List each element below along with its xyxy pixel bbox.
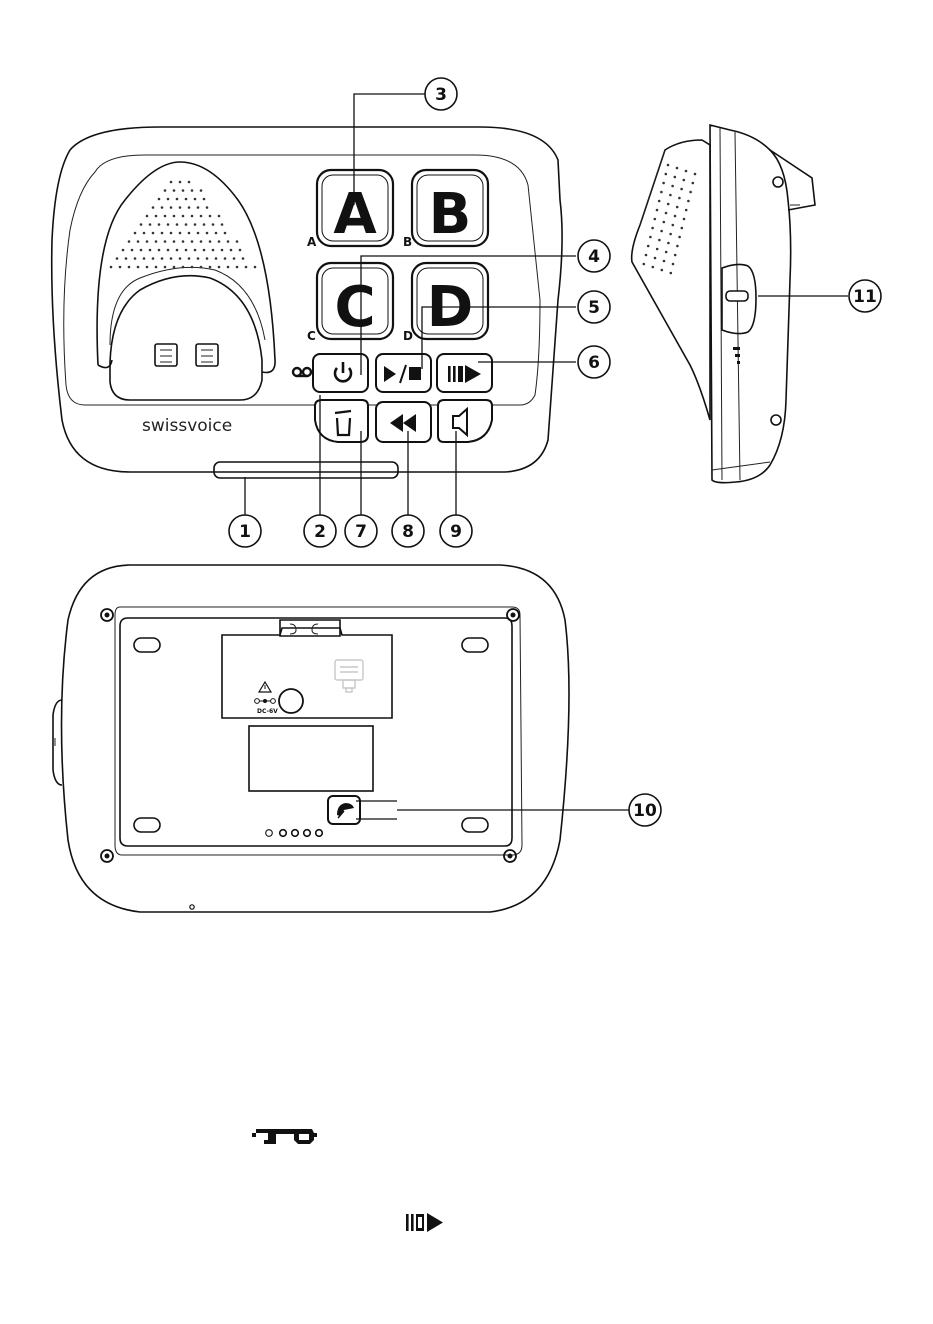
key-a-label: A <box>333 182 377 247</box>
rating-label-area <box>249 726 373 791</box>
key-d[interactable]: D <box>412 263 488 340</box>
key-a[interactable]: A <box>317 170 393 247</box>
delete-button[interactable] <box>315 400 368 442</box>
key-c[interactable]: C <box>317 263 393 340</box>
svg-text:6: 6 <box>588 353 600 373</box>
play-stop-button[interactable] <box>376 354 431 392</box>
svg-text:11: 11 <box>853 287 877 307</box>
callout-4: 4 <box>578 240 610 272</box>
callout-11: 11 <box>849 280 881 312</box>
callout-10: 10 <box>629 794 661 826</box>
page-key-button[interactable] <box>328 796 360 824</box>
charging-contacts <box>155 344 218 366</box>
svg-text:9: 9 <box>450 522 462 542</box>
led-indicators <box>266 830 323 837</box>
speaker-button[interactable] <box>438 400 492 442</box>
volume-indicator-icon <box>733 347 740 364</box>
callout-2: 2 <box>304 515 336 547</box>
callout-7: 7 <box>345 515 377 547</box>
phone-jack[interactable] <box>335 660 363 692</box>
skip-legend-icon <box>406 1213 443 1232</box>
svg-text:10: 10 <box>633 801 657 821</box>
svg-text:5: 5 <box>588 298 600 318</box>
svg-text:3: 3 <box>435 85 447 105</box>
brand-logo: swissvoice <box>142 416 232 436</box>
key-a-sublabel: A <box>307 235 317 249</box>
callout-3: 3 <box>425 78 457 110</box>
dc-voltage-label: DC-6V <box>257 708 278 715</box>
callout-9: 9 <box>440 515 472 547</box>
dc-polarity-icon <box>255 699 276 704</box>
callout-8: 8 <box>392 515 424 547</box>
dc-socket[interactable] <box>279 689 303 713</box>
power-button[interactable] <box>313 354 368 392</box>
corner-screws <box>101 609 519 862</box>
callout-5: 5 <box>578 291 610 323</box>
svg-text:2: 2 <box>314 522 326 542</box>
key-c-sublabel: C <box>307 329 316 343</box>
callout-6: 6 <box>578 346 610 378</box>
back-view: DC-6V <box>53 565 569 912</box>
svg-text:7: 7 <box>355 522 367 542</box>
side-speaker-grill <box>643 164 697 275</box>
warning-icon <box>259 682 271 692</box>
side-view <box>632 125 815 483</box>
key-b-label: B <box>429 182 472 247</box>
rewind-button[interactable] <box>376 402 431 442</box>
key-d-sublabel: D <box>403 329 413 343</box>
callout-1: 1 <box>229 515 261 547</box>
voicemail-icon <box>293 368 311 376</box>
speaker-grill <box>110 181 257 269</box>
answering-machine-legend-icon <box>252 1129 317 1144</box>
svg-text:8: 8 <box>402 522 414 542</box>
key-c-label: C <box>334 275 375 340</box>
key-b-sublabel: B <box>403 235 412 249</box>
skip-button[interactable] <box>437 354 492 392</box>
key-b[interactable]: B <box>412 170 488 247</box>
svg-text:4: 4 <box>588 247 600 267</box>
svg-text:1: 1 <box>239 522 251 542</box>
front-strip <box>214 462 398 478</box>
front-view: swissvoice A A B B C C D D <box>52 127 562 478</box>
side-switch[interactable] <box>722 264 756 333</box>
